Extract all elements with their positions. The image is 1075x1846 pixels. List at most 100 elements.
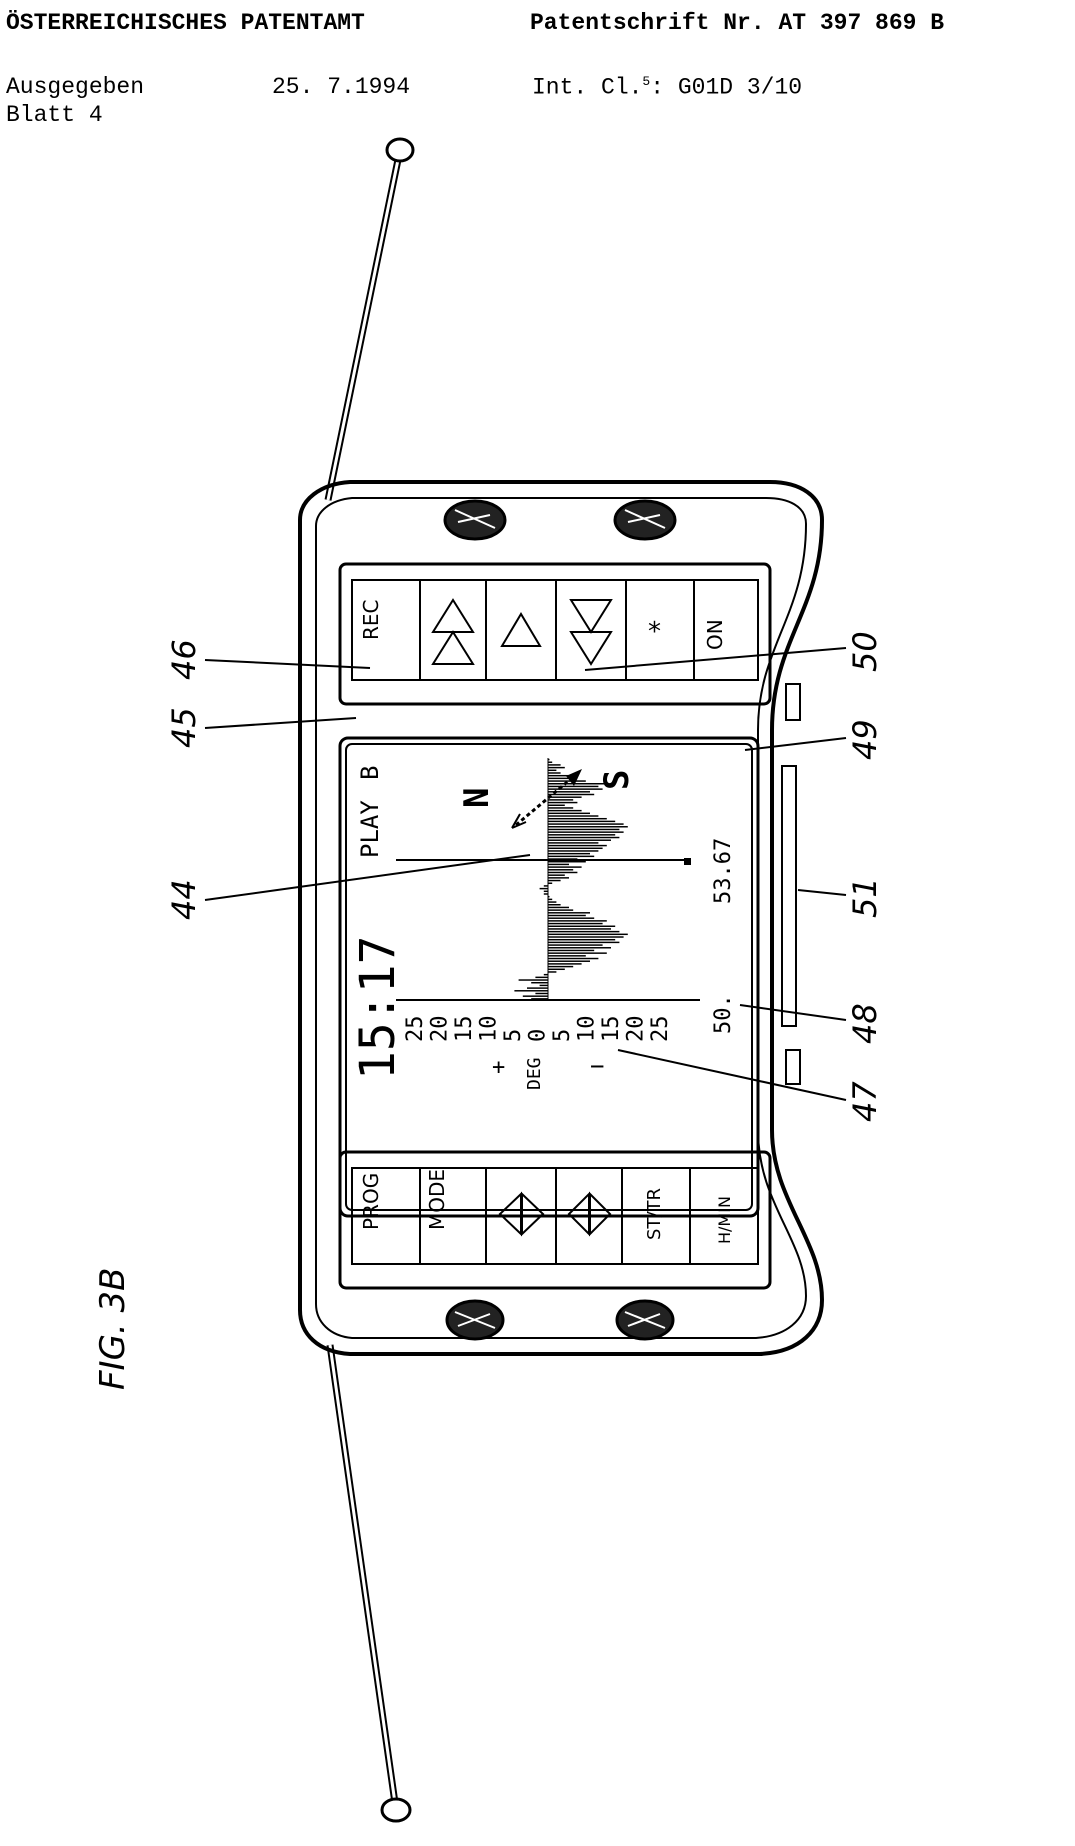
histogram-bar <box>548 871 578 874</box>
screw-bottom-left <box>445 1299 505 1341</box>
leader-44 <box>204 854 531 901</box>
histogram-bar <box>548 809 582 812</box>
histogram-bar <box>548 793 595 796</box>
screw-top-right <box>613 499 677 541</box>
histogram-bar <box>548 764 561 766</box>
histogram-bar <box>548 941 620 944</box>
deg-tick-label: 25 <box>648 1016 673 1043</box>
side-switch-bottom <box>785 1049 801 1085</box>
histogram-bar <box>518 979 548 981</box>
star-button-label[interactable]: * <box>648 617 661 647</box>
histogram-bar <box>548 920 607 922</box>
mode-button-label[interactable]: MODE <box>425 1169 449 1230</box>
int-cl-value: : G01D 3/10 <box>650 74 803 101</box>
histogram-bar <box>548 812 590 815</box>
histogram-bar <box>548 895 550 898</box>
histogram-bar <box>548 850 599 852</box>
cursor-marker <box>684 858 691 865</box>
histogram-bar <box>548 780 586 782</box>
sheet-number: Blatt 4 <box>6 102 103 128</box>
rec-button-label[interactable]: REC <box>359 600 383 641</box>
ref-44: 44 <box>165 879 203 920</box>
histogram-bar <box>548 936 624 938</box>
fast-forward-button[interactable] <box>431 598 475 665</box>
compass-south: S <box>597 770 637 790</box>
on-button-label[interactable]: ON <box>703 619 727 650</box>
histogram-bar <box>548 901 557 903</box>
st-tr-button-label[interactable]: ST/TR <box>644 1188 665 1240</box>
histogram-bar <box>548 906 569 909</box>
vertical-arrows-button[interactable] <box>567 1191 612 1237</box>
compass-north: N <box>457 788 497 808</box>
histogram-bar <box>514 990 548 992</box>
bottom-button-panel <box>338 1150 772 1290</box>
lcd-screen-frame <box>338 736 760 1218</box>
leader-49 <box>744 737 847 751</box>
histogram-bar <box>548 783 607 785</box>
histogram-bar <box>548 914 586 917</box>
histogram-bar <box>548 801 578 804</box>
histogram-bar <box>548 869 574 871</box>
upper-antenna-tip <box>385 137 415 163</box>
histogram-bar <box>548 949 595 952</box>
histogram-bar <box>548 957 599 960</box>
side-slot-51 <box>781 765 797 1027</box>
histogram-bar <box>548 761 553 763</box>
histogram-bar <box>548 817 607 820</box>
histogram-bar <box>543 893 548 895</box>
histogram-bar <box>548 955 586 957</box>
histogram-bar <box>548 769 557 772</box>
device-housing <box>298 480 825 1356</box>
histogram-bar <box>527 987 548 989</box>
h-min-button-label[interactable]: H/MIN <box>715 1196 734 1244</box>
histogram-bar <box>548 823 624 825</box>
histogram-bar <box>548 855 595 858</box>
histogram-bar <box>539 984 548 987</box>
int-cl: Int. Cl.5: G01D 3/10 <box>532 74 802 101</box>
deg-tick-label: 10 <box>575 1016 600 1043</box>
int-cl-sup: 5 <box>642 74 651 89</box>
clock-display: 15:17 <box>350 936 406 1081</box>
screw-top-left <box>443 499 507 541</box>
histogram-bar <box>548 858 578 860</box>
histogram-bar <box>548 852 590 855</box>
deg-tick-label: 10 <box>477 1016 502 1043</box>
forward-button[interactable] <box>500 612 542 647</box>
horizontal-arrows-button[interactable] <box>498 1191 545 1237</box>
histogram-bar <box>548 930 620 933</box>
histogram-bar <box>548 874 565 876</box>
compass-needle <box>511 769 582 829</box>
issued-label: Ausgegeben <box>6 74 145 100</box>
channel-indicator: B <box>356 766 384 780</box>
histogram-bar <box>548 944 603 946</box>
deg-tick-label: 15 <box>452 1016 477 1043</box>
ref-51: 51 <box>846 877 884 918</box>
histogram-bar <box>548 785 599 788</box>
leader-51 <box>797 889 847 896</box>
patent-number: Patentschrift Nr. AT 397 869 B <box>530 10 945 36</box>
histogram-bar <box>543 890 548 893</box>
histogram-bar <box>548 904 561 906</box>
issued-date: 25. 7.1994 <box>272 74 411 100</box>
deg-tick-label: 20 <box>428 1016 453 1043</box>
histogram-bar <box>548 960 590 962</box>
histogram-bar <box>548 933 628 936</box>
deg-tick-label: 25 <box>403 1016 428 1043</box>
histogram-bar <box>548 877 569 879</box>
deg-label: DEG <box>524 1057 545 1090</box>
minus-sign: − <box>590 1052 604 1080</box>
histogram-bar <box>548 828 620 831</box>
ref-46: 46 <box>165 639 203 680</box>
histogram-bar <box>548 847 603 850</box>
rewind-button[interactable] <box>569 599 613 666</box>
histogram-bar <box>548 971 557 973</box>
histogram-bar <box>548 844 607 847</box>
histogram-bar <box>548 952 607 954</box>
histogram-bar <box>543 885 548 887</box>
histogram-bar <box>548 879 561 882</box>
office-name: ÖSTERREICHISCHES PATENTAMT <box>6 10 365 36</box>
deg-tick-label: 20 <box>624 1016 649 1043</box>
prog-button-label[interactable]: PROG <box>359 1173 383 1230</box>
histogram-bar <box>548 788 603 790</box>
